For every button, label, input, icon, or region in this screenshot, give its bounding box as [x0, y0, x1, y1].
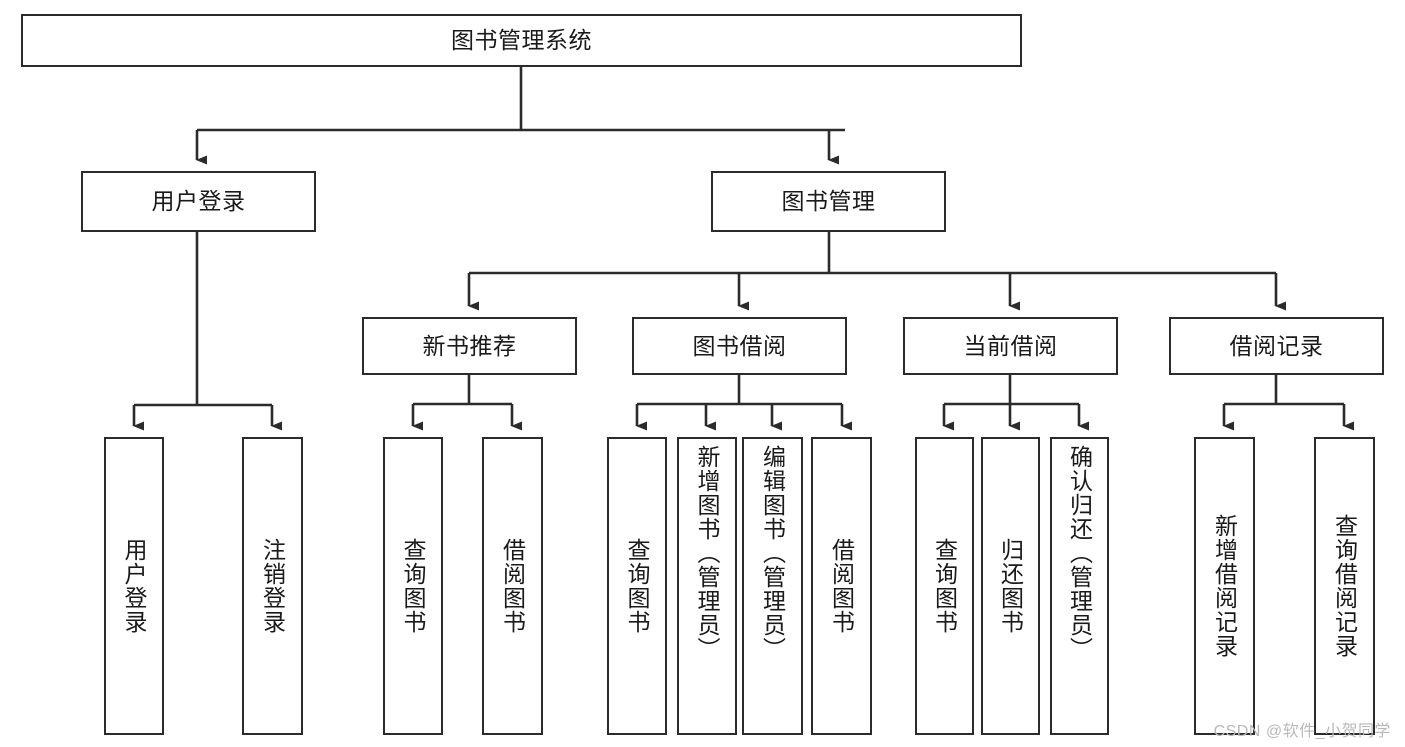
leaf-current-borrow-2-label: 归还图书 [997, 538, 1024, 634]
leaf-current-borrow-1[interactable]: 查询图书 [915, 437, 974, 735]
node-borrow-record-label: 借阅记录 [1229, 332, 1324, 359]
leaf-user-login-2-label: 注销登录 [259, 538, 286, 634]
node-user-login[interactable]: 用户登录 [81, 171, 316, 232]
leaf-borrow-record-2[interactable]: 查询借阅记录 [1314, 437, 1375, 735]
leaf-new-book-1[interactable]: 查询图书 [383, 437, 443, 735]
leaf-book-borrow-3[interactable]: 编辑图书（管理员） [742, 437, 803, 735]
leaf-user-login-1-label: 用户登录 [121, 538, 148, 634]
leaf-book-borrow-1[interactable]: 查询图书 [607, 437, 667, 735]
leaf-current-borrow-3-label: 确认归还（管理员） [1066, 445, 1093, 661]
leaf-book-borrow-4[interactable]: 借阅图书 [811, 437, 872, 735]
node-book-management[interactable]: 图书管理 [711, 171, 946, 232]
leaf-borrow-record-2-label: 查询借阅记录 [1331, 514, 1358, 658]
leaf-user-login-2[interactable]: 注销登录 [242, 437, 303, 735]
node-user-login-label: 用户登录 [151, 188, 246, 215]
node-book-management-label: 图书管理 [781, 188, 876, 215]
leaf-new-book-2[interactable]: 借阅图书 [482, 437, 543, 735]
leaf-book-borrow-2[interactable]: 新增图书（管理员） [677, 437, 737, 735]
node-root[interactable]: 图书管理系统 [21, 14, 1022, 67]
leaf-book-borrow-3-label: 编辑图书（管理员） [759, 445, 786, 661]
node-current-borrow[interactable]: 当前借阅 [903, 317, 1118, 375]
node-current-borrow-label: 当前借阅 [963, 332, 1058, 359]
leaf-borrow-record-1[interactable]: 新增借阅记录 [1194, 437, 1255, 735]
node-borrow-record[interactable]: 借阅记录 [1169, 317, 1384, 375]
leaf-current-borrow-3[interactable]: 确认归还（管理员） [1050, 437, 1109, 735]
leaf-borrow-record-1-label: 新增借阅记录 [1211, 514, 1238, 658]
leaf-new-book-2-label: 借阅图书 [499, 538, 526, 634]
leaf-new-book-1-label: 查询图书 [400, 538, 427, 634]
node-book-borrow-label: 图书借阅 [692, 332, 787, 359]
leaf-book-borrow-2-label: 新增图书（管理员） [694, 445, 721, 661]
node-root-label: 图书管理系统 [451, 27, 592, 54]
node-new-book-recommend[interactable]: 新书推荐 [362, 317, 577, 375]
leaf-book-borrow-1-label: 查询图书 [624, 538, 651, 634]
node-book-borrow[interactable]: 图书借阅 [632, 317, 847, 375]
leaf-current-borrow-1-label: 查询图书 [931, 538, 958, 634]
leaf-user-login-1[interactable]: 用户登录 [104, 437, 164, 735]
leaf-current-borrow-2[interactable]: 归还图书 [981, 437, 1040, 735]
leaf-book-borrow-4-label: 借阅图书 [828, 538, 855, 634]
node-new-book-recommend-label: 新书推荐 [422, 332, 517, 359]
